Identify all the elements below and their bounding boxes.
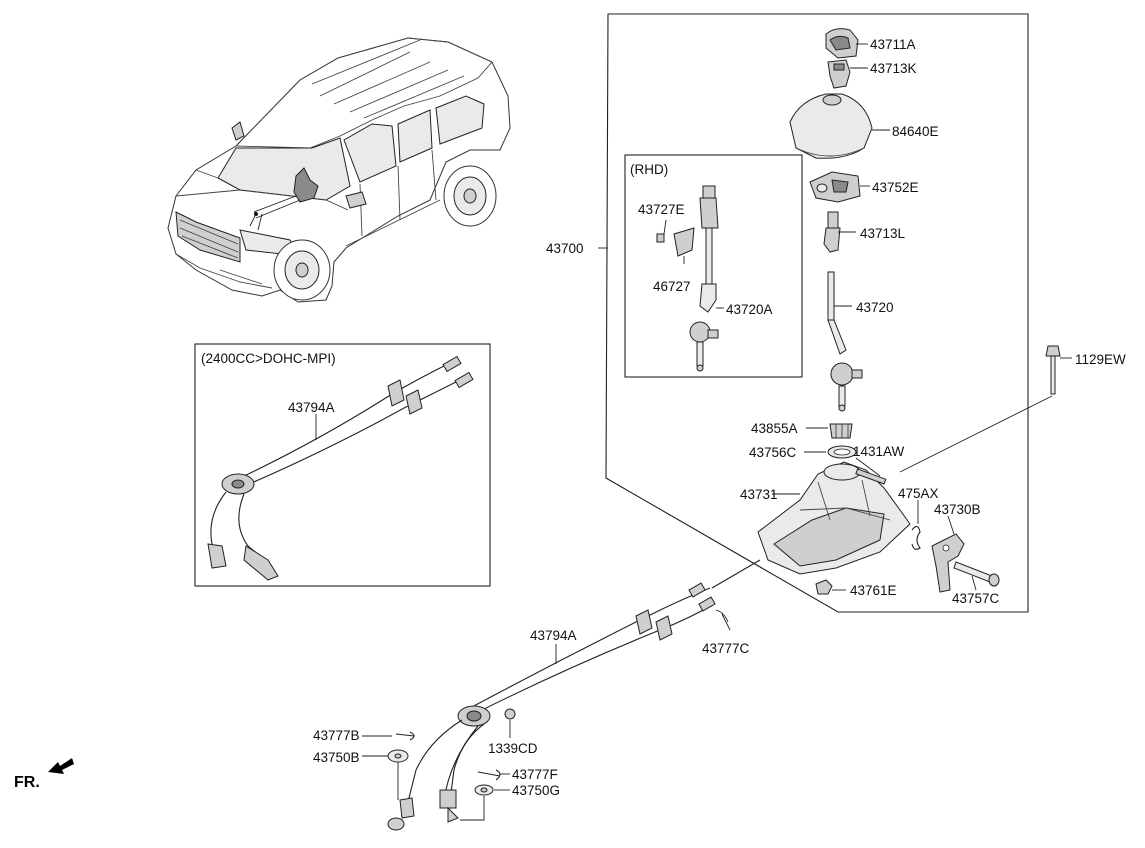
label-1431AW: 1431AW xyxy=(853,444,905,459)
label-43777C: 43777C xyxy=(702,641,750,656)
label-43794A-top: 43794A xyxy=(288,400,335,415)
label-43777F: 43777F xyxy=(512,767,558,782)
shift-boot xyxy=(789,93,873,159)
shifter-housing xyxy=(757,461,911,575)
mounting-bolt xyxy=(1045,345,1061,395)
label-46727: 46727 xyxy=(653,279,691,294)
label-1129EW: 1129EW xyxy=(1075,352,1126,367)
cable-washer-b xyxy=(387,749,409,763)
label-43730B: 43730B xyxy=(934,502,981,517)
variant-cable xyxy=(207,355,474,581)
label-43855A: 43855A xyxy=(751,421,798,436)
knob-adapter xyxy=(827,59,851,89)
label-43713K: 43713K xyxy=(870,61,917,76)
assembly-frame xyxy=(605,13,1029,613)
label-front: FR. xyxy=(14,774,40,791)
shift-knob xyxy=(825,28,859,59)
select-lever xyxy=(931,533,965,593)
label-475AX: 475AX xyxy=(898,486,939,501)
rhd-lever xyxy=(689,185,719,372)
cable-washer-g xyxy=(474,784,494,796)
engine-variant-box xyxy=(194,343,491,587)
label-43711A: 43711A xyxy=(870,37,916,52)
label-43756C: 43756C xyxy=(749,445,797,460)
rhd-box xyxy=(624,154,803,378)
lever-pivot xyxy=(823,211,841,253)
label-43752E: 43752E xyxy=(872,180,919,195)
label-engine-variant: (2400CC>DOHC-MPI) xyxy=(201,351,336,366)
label-43757C: 43757C xyxy=(952,591,1000,606)
grommet-bolt xyxy=(504,708,516,720)
label-43761E: 43761E xyxy=(850,583,897,598)
rhd-clip xyxy=(656,227,695,257)
front-arrow-icon xyxy=(48,758,74,774)
cable-pin-f xyxy=(477,769,501,781)
cable-pin-b xyxy=(395,731,415,741)
lever-bracket xyxy=(809,171,861,203)
label-43727E: 43727E xyxy=(638,202,685,217)
bushing xyxy=(829,423,853,439)
label-43731: 43731 xyxy=(740,487,778,502)
label-1339CD: 1339CD xyxy=(488,741,538,756)
label-43700: 43700 xyxy=(546,241,584,256)
label-43720A: 43720A xyxy=(726,302,773,317)
shift-cable xyxy=(387,559,761,831)
spring-clip xyxy=(911,525,921,550)
label-43750G: 43750G xyxy=(512,783,560,798)
nut xyxy=(815,579,833,595)
label-43777B: 43777B xyxy=(313,728,360,743)
label-84640E: 84640E xyxy=(892,124,939,139)
label-43750B: 43750B xyxy=(313,750,360,765)
label-43713L: 43713L xyxy=(860,226,906,241)
vehicle-illustration xyxy=(167,37,511,303)
label-43720: 43720 xyxy=(856,300,894,315)
shift-lever xyxy=(827,271,863,412)
pivot-bolt xyxy=(953,561,1000,587)
label-43794A-bottom: 43794A xyxy=(530,628,577,643)
label-rhd: (RHD) xyxy=(630,162,668,177)
